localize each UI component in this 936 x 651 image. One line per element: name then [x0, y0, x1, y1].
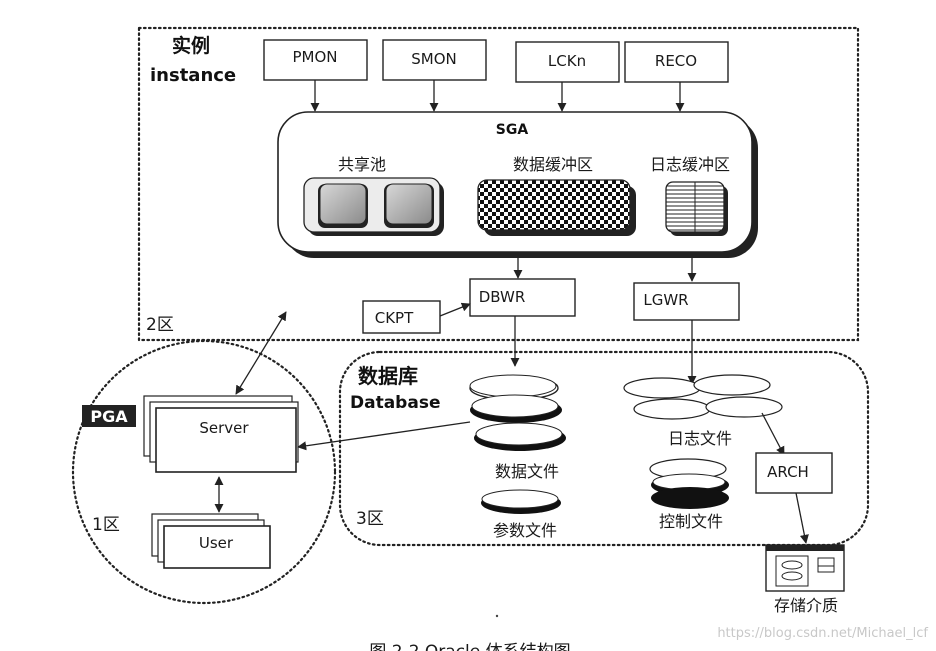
instance-zone: 实例 instance 2区 — [137, 26, 860, 342]
instance-border — [137, 26, 860, 342]
database-zone: 数据库 Database 3区 — [338, 350, 870, 547]
storage-medium-label: 存储介质 — [774, 596, 838, 615]
data-files-icon — [469, 374, 566, 451]
reco-label: RECO — [655, 52, 697, 70]
lckn-label: LCKn — [548, 52, 586, 70]
sga-title: SGA — [496, 122, 529, 138]
lgwr-label: LGWR — [643, 291, 688, 309]
control-files-label: 控制文件 — [659, 512, 723, 531]
database-title-cn: 数据库 — [358, 364, 418, 388]
param-files-label: 参数文件 — [493, 521, 557, 540]
sga-block: SGA 共享池 数据缓冲区 日志缓冲区 — [277, 111, 758, 258]
database-border — [338, 350, 870, 547]
pga-label: PGA — [90, 407, 128, 426]
control-files-icon — [649, 458, 729, 509]
log-files-icon — [623, 374, 783, 420]
client-zone-border — [71, 339, 337, 605]
client-zone-label: 1区 — [92, 515, 120, 535]
instance-zone-label: 2区 — [146, 315, 174, 335]
db-buffer-label: 数据缓冲区 — [513, 155, 593, 174]
ckpt-label: CKPT — [375, 309, 414, 327]
figure-caption: 图 2-2 Oracle 体系结构图 — [369, 642, 570, 651]
user-process-stack — [151, 513, 271, 569]
watermark: https://blog.csdn.net/Michael_lcf — [717, 626, 928, 641]
instance-title-en: instance — [150, 65, 236, 86]
data-files-label: 数据文件 — [495, 462, 559, 481]
database-zone-label: 3区 — [356, 509, 384, 529]
server-process-stack — [143, 395, 299, 473]
user-label: User — [199, 534, 234, 552]
db-buffer-cache — [477, 179, 636, 236]
smon-label: SMON — [411, 50, 457, 68]
log-buffer-label: 日志缓冲区 — [650, 155, 730, 174]
instance-title-cn: 实例 — [172, 34, 210, 57]
storage-medium-icon — [765, 544, 845, 592]
arch-label: ARCH — [767, 463, 809, 481]
shared-pool-label: 共享池 — [338, 155, 386, 174]
redo-log-buffer — [665, 181, 728, 236]
server-label: Server — [199, 419, 249, 437]
background-processes: PMON SMON LCKn RECO — [263, 39, 729, 83]
pmon-label: PMON — [292, 48, 337, 66]
param-files-icon — [481, 489, 561, 514]
shared-pool — [303, 177, 444, 236]
dbwr-label: DBWR — [479, 288, 526, 306]
log-files-label: 日志文件 — [668, 429, 732, 448]
database-title-en: Database — [350, 393, 440, 413]
